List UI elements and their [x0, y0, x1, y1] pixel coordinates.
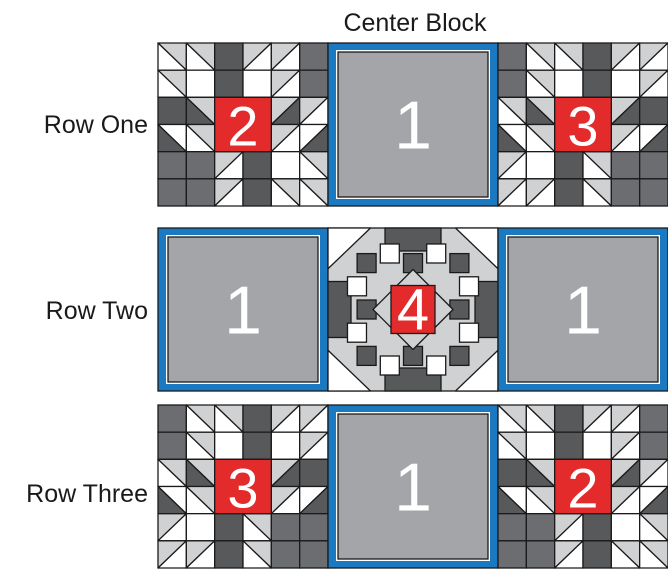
ring-square-2 — [450, 346, 469, 365]
patch-2-0-5-4 — [271, 541, 299, 568]
patch-0-0-4-0 — [158, 152, 186, 179]
patch-0-0-5-3 — [243, 179, 271, 206]
patch-0-2-5-4 — [611, 179, 639, 206]
patch-2-2-1-5 — [640, 432, 668, 459]
ring-square-1 — [460, 323, 479, 342]
patch-0-0-1-3 — [243, 70, 271, 97]
patch-2-2-1-2 — [555, 432, 583, 459]
patch-0-2-1-0 — [498, 70, 526, 97]
block-plain: 1 — [158, 228, 328, 391]
patch-2-0-0-3 — [243, 405, 271, 432]
patch-2-0-1-3 — [243, 432, 271, 459]
block-pinwheel: 2 — [498, 405, 668, 568]
block-plain: 1 — [328, 405, 498, 568]
quilt-row-3: 3 1 2 — [158, 405, 668, 568]
ring-square-3 — [427, 356, 446, 375]
block-number: 1 — [224, 273, 262, 349]
patch-0-0-5-1 — [186, 179, 214, 206]
patch-2-2-4-0 — [498, 514, 526, 541]
patch-2-0-4-5 — [300, 514, 328, 541]
ring-square-15 — [460, 277, 479, 296]
block-number: 1 — [394, 88, 432, 164]
patch-2-0-4-4 — [271, 514, 299, 541]
patch-0-0-4-1 — [186, 152, 214, 179]
patch-2-0-1-0 — [158, 432, 186, 459]
patch-2-2-1-1 — [526, 432, 554, 459]
block-number: 1 — [394, 450, 432, 526]
patch-2-2-5-3 — [583, 541, 611, 568]
block-number: 1 — [564, 273, 602, 349]
ring-square-6 — [357, 346, 376, 365]
patch-0-2-5-2 — [555, 179, 583, 206]
patch-2-0-1-4 — [271, 432, 299, 459]
patch-2-2-0-5 — [640, 405, 668, 432]
patch-0-2-4-4 — [611, 152, 639, 179]
block-number: 3 — [227, 457, 258, 520]
block-number: 2 — [567, 457, 598, 520]
patch-2-0-5-5 — [300, 541, 328, 568]
patch-2-2-0-2 — [555, 405, 583, 432]
block-number: 4 — [397, 278, 429, 343]
patch-2-0-0-0 — [158, 405, 186, 432]
patch-0-2-4-1 — [526, 152, 554, 179]
patch-0-0-0-5 — [300, 43, 328, 70]
ring-square-5 — [380, 356, 399, 375]
block-number: 3 — [567, 95, 598, 158]
ring-square-13 — [427, 244, 446, 263]
patch-2-2-4-4 — [611, 514, 639, 541]
ring-square-14 — [450, 254, 469, 273]
ring-square-11 — [380, 244, 399, 263]
block-pinwheel: 3 — [498, 43, 668, 206]
quilt-row-1: 2 1 3 — [158, 43, 668, 206]
patch-2-0-2-5 — [300, 459, 328, 486]
block-plain: 1 — [328, 43, 498, 206]
block-number: 2 — [227, 95, 258, 158]
block-plain: 1 — [498, 228, 668, 391]
block-pinwheel: 2 — [158, 43, 328, 206]
patch-2-2-5-0 — [498, 541, 526, 568]
patch-2-0-1-2 — [215, 432, 243, 459]
patch-0-2-4-5 — [640, 152, 668, 179]
patch-0-0-4-4 — [271, 152, 299, 179]
patch-2-2-4-1 — [526, 514, 554, 541]
block-pinwheel: 3 — [158, 405, 328, 568]
patch-0-0-1-5 — [300, 70, 328, 97]
patch-0-2-1-4 — [611, 70, 639, 97]
patch-0-0-0-2 — [215, 43, 243, 70]
patch-2-0-4-1 — [186, 514, 214, 541]
patch-0-0-1-2 — [215, 70, 243, 97]
patch-0-2-5-5 — [640, 179, 668, 206]
ring-square-7 — [347, 323, 366, 342]
patch-0-0-1-1 — [186, 70, 214, 97]
patch-0-2-0-3 — [583, 43, 611, 70]
patch-0-0-2-0 — [158, 97, 186, 124]
patch-0-2-2-5 — [640, 97, 668, 124]
patch-2-2-2-0 — [498, 459, 526, 486]
patch-0-0-5-0 — [158, 179, 186, 206]
patch-0-2-1-2 — [555, 70, 583, 97]
patch-0-2-0-0 — [498, 43, 526, 70]
patch-2-2-1-3 — [583, 432, 611, 459]
patch-2-2-5-1 — [526, 541, 554, 568]
quilt-row-2: 1 4 1 — [158, 228, 668, 391]
ring-square-9 — [347, 277, 366, 296]
ring-square-10 — [357, 254, 376, 273]
patch-2-0-5-2 — [215, 541, 243, 568]
patch-0-2-1-3 — [583, 70, 611, 97]
block-diamond: 4 — [328, 228, 498, 391]
